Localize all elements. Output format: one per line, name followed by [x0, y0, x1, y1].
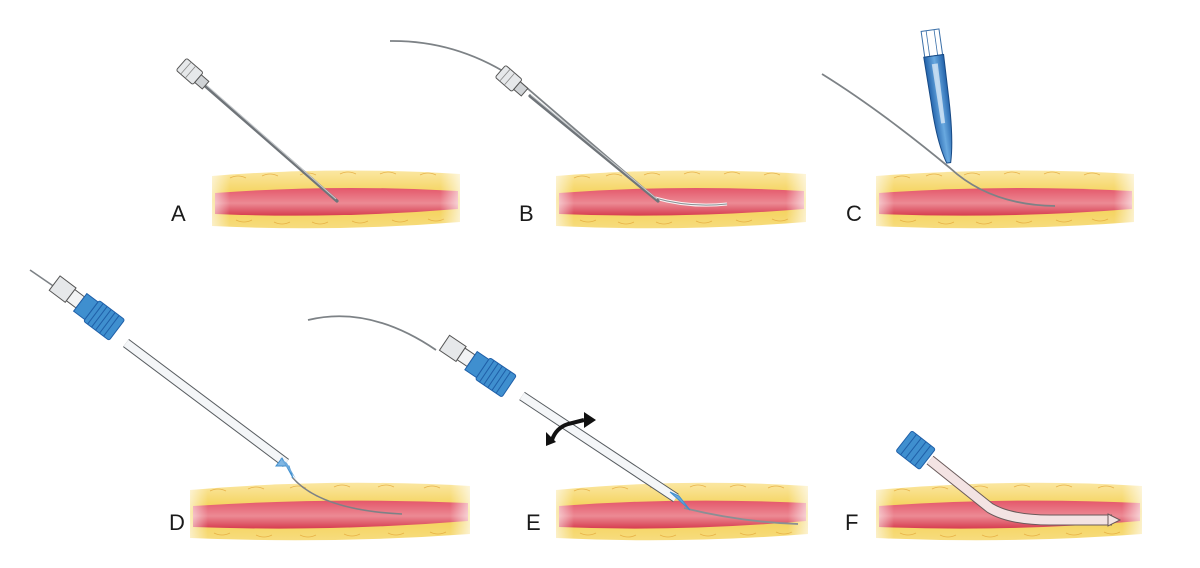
panel-d [29, 269, 480, 547]
panel-e [307, 315, 818, 547]
panel-label-c: C [846, 201, 862, 226]
panel-label-f: F [845, 510, 859, 535]
guidewire [307, 315, 437, 351]
scalpel [920, 28, 953, 164]
dilator-hub [438, 334, 517, 397]
tissue-band [178, 477, 480, 547]
panel-a [176, 58, 470, 235]
panel-label-e: E [526, 510, 541, 535]
dilator-sheath [519, 391, 691, 511]
panel-c [821, 28, 1144, 235]
sheath [926, 455, 1122, 527]
dilator-sheath [123, 339, 296, 479]
tissue-band [200, 165, 470, 235]
guidewire-tip [683, 507, 799, 525]
panel-b [389, 40, 816, 235]
guidewire-tip [291, 476, 403, 515]
tissue-band [544, 477, 818, 547]
tissue-band [864, 165, 1144, 235]
panel-f [864, 430, 1152, 547]
panel-label-d: D [169, 510, 185, 535]
needle [176, 58, 339, 203]
tissue-band [544, 165, 816, 235]
rotate-arrow-icon [546, 412, 596, 446]
panel-label-b: B [519, 201, 534, 226]
needle [495, 65, 660, 203]
needle-hub [176, 58, 210, 90]
guidewire [821, 73, 1056, 207]
sheath-hub [896, 430, 936, 470]
dilator-hub [48, 275, 125, 341]
panel-label-a: A [171, 201, 186, 226]
needle-hub [495, 65, 529, 97]
